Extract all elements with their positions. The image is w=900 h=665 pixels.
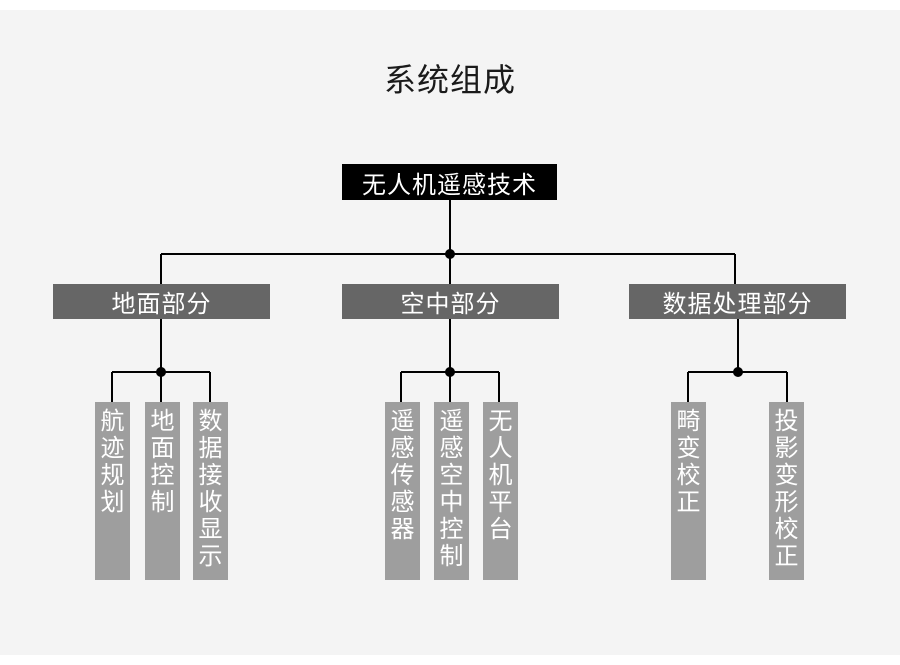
junction-dot-ground	[156, 367, 166, 377]
leaf-node-route-planning: 航迹规划	[95, 402, 130, 580]
leaf-node-distortion-correction: 畸变校正	[671, 402, 706, 580]
section-node-ground: 地面部分	[53, 284, 270, 319]
leaf-node-uav-platform: 无人机平台	[483, 402, 518, 580]
leaf-node-data-receive-display: 数据接收显示	[193, 402, 228, 580]
junction-dot-root	[445, 249, 455, 259]
leaf-node-airborne-control: 遥感空中控制	[434, 402, 469, 580]
root-node: 无人机遥感技术	[342, 164, 557, 200]
leaf-node-remote-sensor: 遥感传感器	[385, 402, 420, 580]
junction-dot-air	[445, 367, 455, 377]
leaf-node-projection-correction: 投影变形校正	[769, 402, 804, 580]
section-node-air: 空中部分	[342, 284, 559, 319]
junction-dot-processing	[733, 367, 743, 377]
leaf-node-ground-control: 地面控制	[145, 402, 180, 580]
section-node-processing: 数据处理部分	[629, 284, 846, 319]
diagram-title: 系统组成	[383, 61, 516, 99]
